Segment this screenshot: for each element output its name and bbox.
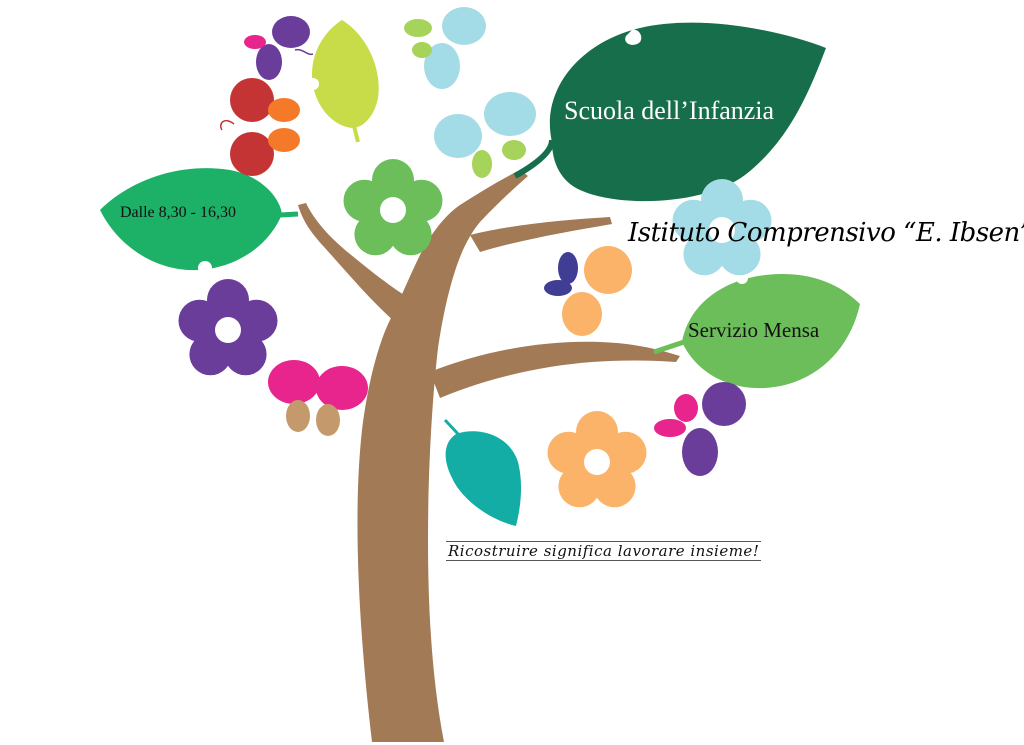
butterfly-icon <box>434 92 536 178</box>
butterfly-icon <box>404 7 486 89</box>
motto-label: Ricostruire significa lavorare insieme! <box>446 541 762 561</box>
butterfly-icon <box>544 246 632 336</box>
institute-label: Istituto Comprensivo “E. Ibsen” <box>628 218 1024 248</box>
flower-icon <box>672 179 772 276</box>
leaf-icon <box>513 22 826 202</box>
butterfly-icon <box>220 78 300 176</box>
leaf-icon <box>653 272 860 389</box>
leaf-icon <box>100 168 299 275</box>
butterfly-icon <box>654 382 746 476</box>
flower-icon <box>178 279 278 376</box>
flower-icon <box>547 411 647 508</box>
hours-label: Dalle 8,30 - 16,30 <box>120 204 236 221</box>
butterfly-icon <box>244 16 314 80</box>
tree-icon <box>298 170 680 742</box>
flower-icon <box>343 159 443 256</box>
school-name-label: Scuola dell’Infanzia <box>564 96 775 125</box>
leaf-icon <box>307 20 379 143</box>
butterfly-icon <box>268 360 368 436</box>
leaf-icon <box>443 418 522 526</box>
service-label: Servizio Mensa <box>688 318 820 342</box>
